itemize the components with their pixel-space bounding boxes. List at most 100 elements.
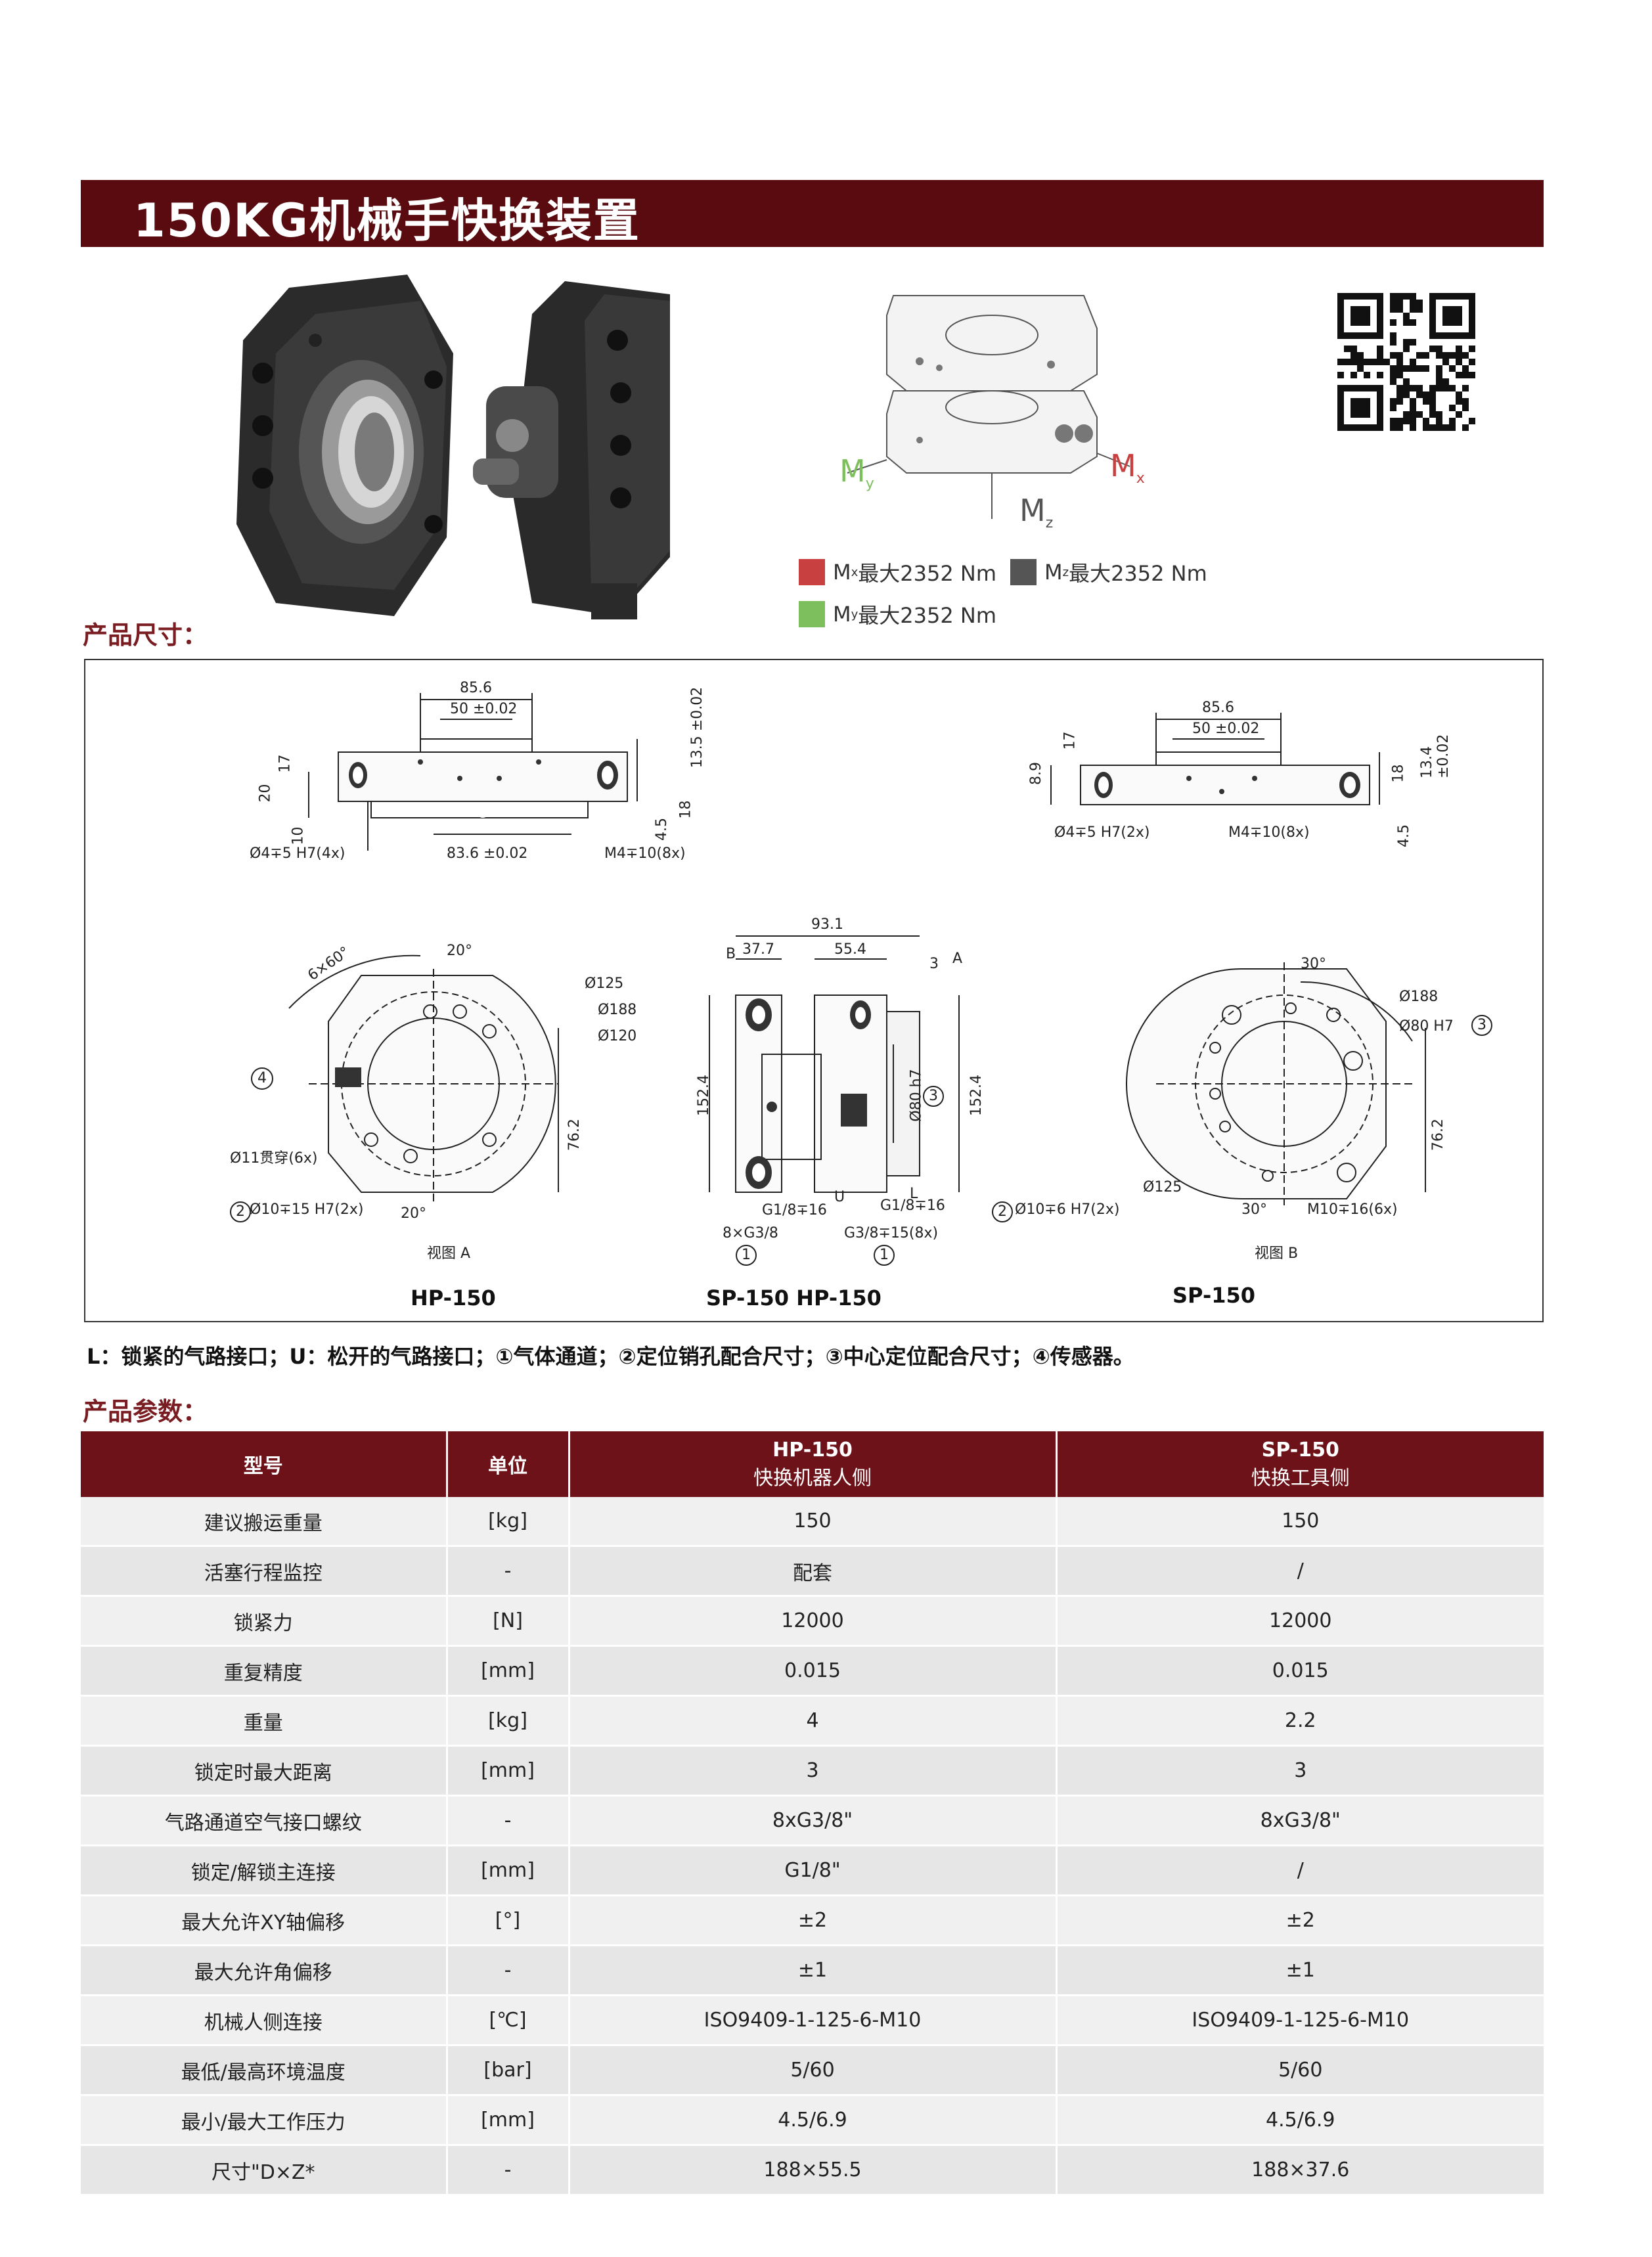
mz-label: Mz xyxy=(1019,493,1054,532)
dim-label: 8×G3/8 xyxy=(723,1225,778,1241)
section-title-dimensions: 产品尺寸： xyxy=(83,621,208,650)
dim-label: Ø120 xyxy=(598,1028,637,1044)
table-cell: 建议搬运重量 xyxy=(81,1497,448,1547)
dim-label: Ø80 h7 xyxy=(908,1069,925,1122)
dim-label: 30° xyxy=(1241,1201,1267,1218)
dim-label: Ø10∓15 H7(2x) xyxy=(250,1201,364,1218)
callout-2: 2 xyxy=(230,1201,251,1222)
dim-label: 18 xyxy=(677,800,694,819)
table-cell: 锁定时最大距离 xyxy=(81,1745,448,1797)
table-cell: ISO9409-1-125-6-M10 xyxy=(1056,1995,1544,2046)
table-cell: 8xG3/8" xyxy=(1056,1795,1544,1846)
mz-swatch xyxy=(1010,559,1037,585)
dim-label: 17 xyxy=(1061,731,1079,750)
table-cell: / xyxy=(1056,1546,1544,1597)
dim-label: 4.5 xyxy=(654,818,670,841)
view-a-caption: 视图 A xyxy=(427,1245,471,1262)
dim-label: M4∓10(8x) xyxy=(604,845,686,862)
qr-code[interactable] xyxy=(1337,293,1475,431)
table-cell: / xyxy=(1056,1845,1544,1896)
mx-swatch xyxy=(799,559,825,585)
dim-label: 30° xyxy=(1301,956,1326,972)
table-cell: 重复精度 xyxy=(81,1645,448,1697)
view-a-marker: A xyxy=(952,950,963,967)
table-cell: 0.015 xyxy=(569,1645,1058,1697)
table-cell: 气路通道空气接口螺纹 xyxy=(81,1795,448,1846)
view-b-drawing: 30° Ø188 Ø80 H7 3 76.2 Ø125 2 Ø10∓6 H7(2… xyxy=(992,929,1517,1271)
table-cell: ISO9409-1-125-6-M10 xyxy=(569,1995,1058,2046)
section-title-params: 产品参数： xyxy=(83,1397,208,1426)
table-cell: 重量 xyxy=(81,1695,448,1747)
title-bar: 150KG机械手快换装置 xyxy=(81,180,1544,248)
dim-label: G3/8∓15(8x) xyxy=(844,1225,939,1241)
table-cell: ±1 xyxy=(569,1945,1058,1996)
table-cell: [mm] xyxy=(447,1645,570,1697)
table-cell: 4.5/6.9 xyxy=(569,2095,1058,2146)
dim-label: Ø125 xyxy=(585,975,624,992)
callout-1: 1 xyxy=(874,1245,895,1266)
legend-note: L：锁紧的气路接口；U：松开的气路接口；①气体通道；②定位销孔配合尺寸；③中心定… xyxy=(87,1344,1134,1369)
table-cell: 锁定/解锁主连接 xyxy=(81,1845,448,1896)
table-cell: [bar] xyxy=(447,2045,570,2096)
table-cell: 5/60 xyxy=(569,2045,1058,2096)
dim-label: 10 xyxy=(290,826,307,845)
table-row: 气路通道空气接口螺纹-8xG3/8"8xG3/8" xyxy=(81,1795,1544,1846)
table-cell: [mm] xyxy=(447,1845,570,1896)
dim-label: 20 xyxy=(257,784,274,803)
dim-label: 152.4 xyxy=(695,1075,712,1116)
table-cell: [°] xyxy=(447,1895,570,1946)
dim-label: 3 xyxy=(929,956,939,972)
header-model: 型号 xyxy=(81,1431,448,1497)
table-cell: 最低/最高环境温度 xyxy=(81,2045,448,2096)
dim-label: Ø80 H7 xyxy=(1399,1018,1454,1035)
header-unit: 单位 xyxy=(447,1431,570,1497)
table-row: 最大允许XY轴偏移[°]±2±2 xyxy=(81,1895,1544,1946)
table-cell: 活塞行程监控 xyxy=(81,1546,448,1597)
view-b-caption: 视图 B xyxy=(1255,1245,1299,1262)
table-cell: 188×37.6 xyxy=(1056,2145,1544,2196)
dim-label: 20° xyxy=(447,943,472,959)
table-cell: 0.015 xyxy=(1056,1645,1544,1697)
table-cell: 5/60 xyxy=(1056,2045,1544,2096)
callout-1: 1 xyxy=(736,1245,757,1266)
table-row: 锁定/解锁主连接[mm]G1/8"/ xyxy=(81,1845,1544,1896)
dim-label: 17 xyxy=(277,754,294,773)
mx-label: Mx xyxy=(1110,448,1145,487)
dim-label: Ø4∓5 H7(4x) xyxy=(250,845,346,862)
table-row: 活塞行程监控-配套/ xyxy=(81,1546,1544,1597)
my-label: My xyxy=(839,453,874,493)
view-a-drawing: 6×60° 20° Ø125 Ø188 Ø120 76.2 Ø11贯穿(6x) … xyxy=(230,929,729,1271)
table-cell: [mm] xyxy=(447,2095,570,2146)
label-sp150: SP-150 xyxy=(1172,1283,1256,1308)
product-photo-robot-side xyxy=(236,275,460,616)
label-hp150: HP-150 xyxy=(411,1285,496,1310)
dim-label: M4∓10(8x) xyxy=(1228,824,1310,841)
table-cell: [℃] xyxy=(447,1995,570,2046)
table-cell: - xyxy=(447,1546,570,1597)
table-cell: - xyxy=(447,1945,570,1996)
section-view-drawing: 93.1 37.7 55.4 3 152.4 Ø80 h7 152.4 G1/8… xyxy=(670,897,1012,1266)
dim-label: M10∓16(6x) xyxy=(1307,1201,1398,1218)
dim-label: Ø125 xyxy=(1143,1179,1182,1196)
table-cell: 最大允许XY轴偏移 xyxy=(81,1895,448,1946)
label-sp150-hp150: SP-150 HP-150 xyxy=(706,1285,882,1310)
dim-label: 55.4 xyxy=(834,941,866,958)
dim-label: 8.9 xyxy=(1028,762,1044,785)
table-cell: [N] xyxy=(447,1596,570,1647)
dim-label: Ø188 xyxy=(598,1002,637,1018)
table-cell: 机械人侧连接 xyxy=(81,1995,448,2046)
dim-label: 76.2 xyxy=(1429,1119,1446,1151)
table-cell: 3 xyxy=(569,1745,1058,1797)
callout-3: 3 xyxy=(923,1086,944,1107)
